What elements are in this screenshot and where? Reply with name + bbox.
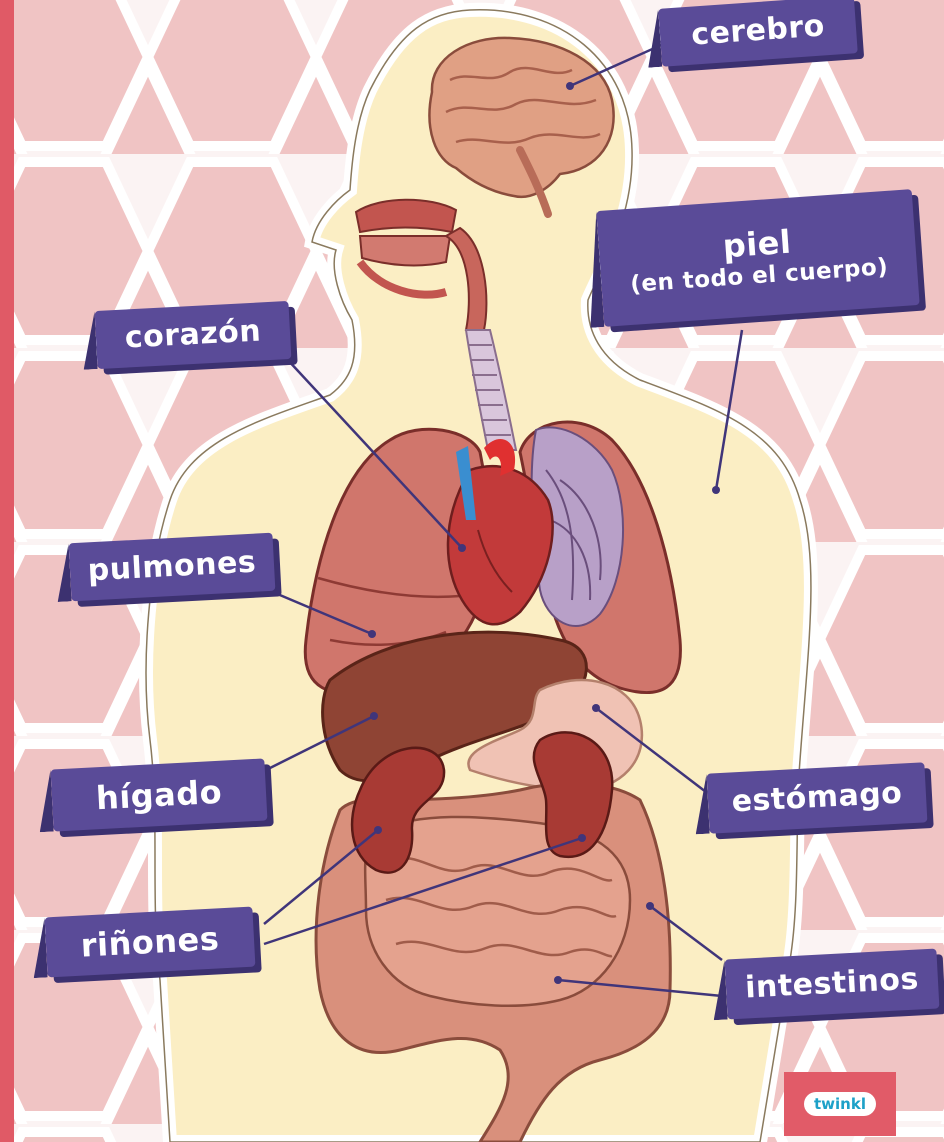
label-higado: hígado (51, 758, 268, 831)
twinkl-logo-text: twinkl (804, 1092, 876, 1116)
label-piel: piel (en todo el cuerpo) (596, 189, 919, 327)
label-pulmones: pulmones (69, 533, 276, 602)
label-estomago: estómago (707, 762, 928, 833)
label-rinones: riñones (45, 907, 256, 978)
left-border (0, 0, 14, 1142)
label-corazon: corazón (95, 301, 292, 369)
label-rinones-text: riñones (80, 920, 220, 964)
label-intestinos: intestinos (725, 948, 940, 1019)
label-higado-text: hígado (95, 773, 223, 816)
label-corazon-text: corazón (124, 314, 262, 356)
twinkl-logo: twinkl (784, 1072, 896, 1136)
